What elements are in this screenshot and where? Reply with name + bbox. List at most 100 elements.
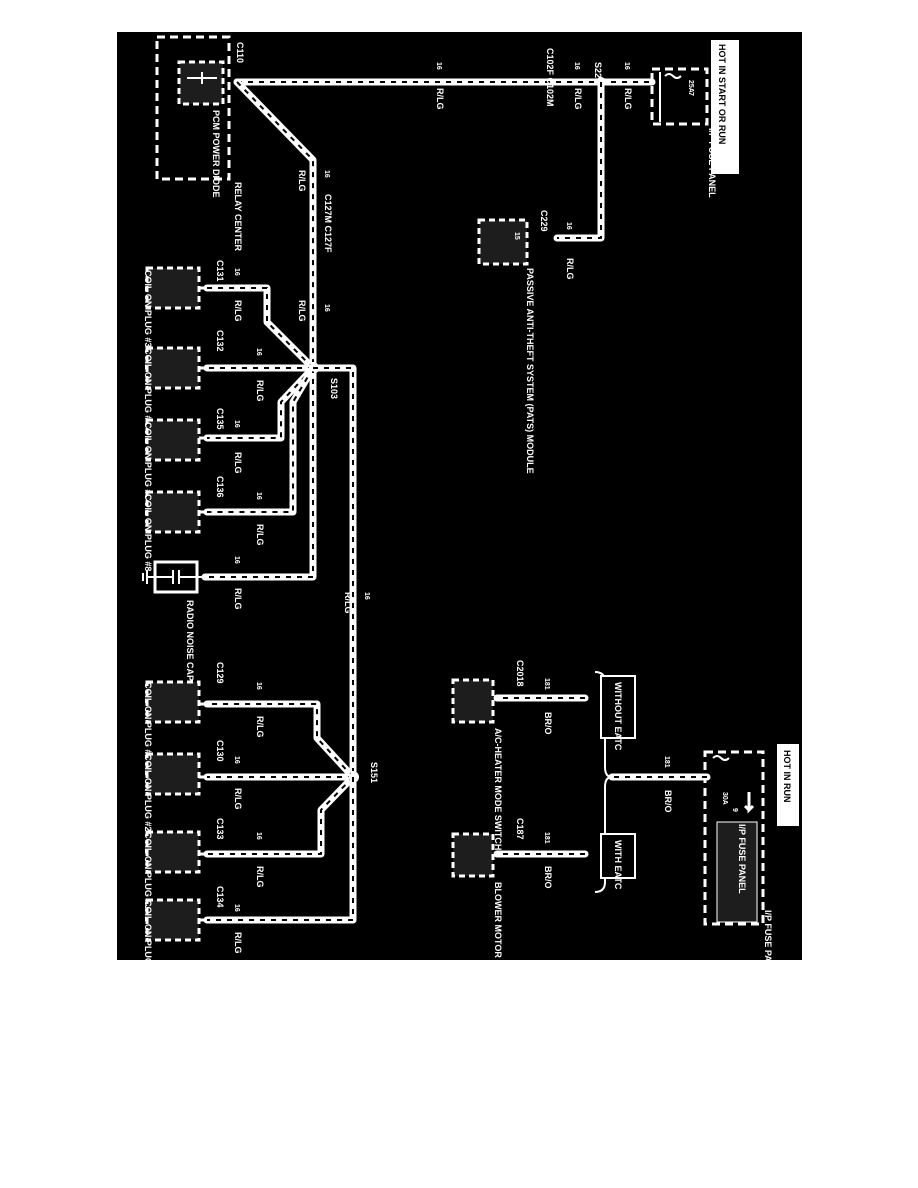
fuse-panel-2-label: I/P FUSE PANEL <box>763 910 773 960</box>
svg-text:COIL ON PLUG #2: COIL ON PLUG #2 <box>143 754 153 831</box>
svg-text:181: 181 <box>543 678 550 690</box>
s223-label: S223 <box>593 62 603 83</box>
coil-plug-4: C132 COIL ON PLUG #4 <box>143 330 225 425</box>
svg-text:BLOWER MOTOR: BLOWER MOTOR <box>493 882 503 958</box>
svg-text:R/LG: R/LG <box>297 300 307 322</box>
fuse-panel-1: 7 25A I/P FUSE PANEL <box>650 67 717 198</box>
svg-text:181: 181 <box>543 832 550 844</box>
svg-text:C133: C133 <box>215 818 225 840</box>
c229-label: C229 <box>539 210 549 232</box>
svg-text:16: 16 <box>255 348 262 356</box>
svg-text:16: 16 <box>233 268 240 276</box>
svg-text:R/LG: R/LG <box>255 524 265 546</box>
s103-label: S103 <box>329 378 339 399</box>
svg-text:COIL ON PLUG #5: COIL ON PLUG #5 <box>143 832 153 909</box>
relay-center: C110 PCM POWER DIODE RELAY CENTER <box>155 35 245 252</box>
svg-text:R/LG: R/LG <box>255 380 265 402</box>
svg-text:HOT IN START OR RUN: HOT IN START OR RUN <box>717 44 727 144</box>
wiring-svg: HOT IN START OR RUN HOT IN RUN 7 25A I/P… <box>142 35 799 960</box>
svg-text:R/LG: R/LG <box>435 88 445 110</box>
svg-text:15: 15 <box>513 232 520 240</box>
svg-text:25A: 25A <box>687 80 694 93</box>
c110-label: C110 <box>235 42 245 63</box>
svg-text:R/LG: R/LG <box>573 88 583 110</box>
svg-text:16: 16 <box>363 592 370 600</box>
svg-text:C187: C187 <box>515 818 525 840</box>
svg-text:R/LG: R/LG <box>565 258 575 280</box>
svg-text:9: 9 <box>731 808 738 812</box>
svg-text:16: 16 <box>233 556 240 564</box>
fuse-panel-2: 9 30A I/P FUSE PANEL I/P FUSE PANEL <box>703 750 773 960</box>
svg-text:R/LG: R/LG <box>297 170 307 192</box>
svg-text:30A: 30A <box>721 792 728 805</box>
svg-text:A/C-HEATER MODE SWITCH: A/C-HEATER MODE SWITCH <box>493 728 503 850</box>
svg-text:16: 16 <box>255 492 262 500</box>
blower-motor: C187 BLOWER MOTOR <box>451 818 525 958</box>
svg-text:BR/O: BR/O <box>543 712 553 735</box>
svg-text:16: 16 <box>435 62 442 70</box>
svg-text:16: 16 <box>623 62 630 70</box>
coil-plug-3: C131 COIL ON PLUG #3 <box>143 260 225 347</box>
pats-module: 15 C229 PASSIVE ANTI-THEFT SYSTEM (PATS)… <box>477 210 549 474</box>
svg-text:16: 16 <box>573 62 580 70</box>
fuse-panel-1-label: I/P FUSE PANEL <box>707 128 717 198</box>
svg-text:WITH EATC: WITH EATC <box>613 840 623 890</box>
svg-text:C134: C134 <box>215 886 225 908</box>
svg-text:R/LG: R/LG <box>233 452 243 474</box>
svg-text:WITHOUT EATC: WITHOUT EATC <box>613 682 623 751</box>
svg-text:COIL ON PLUG #1: COIL ON PLUG #1 <box>143 682 153 759</box>
svg-text:COIL ON PLUG #6: COIL ON PLUG #6 <box>143 900 153 960</box>
svg-text:C136: C136 <box>215 476 225 498</box>
svg-text:C131: C131 <box>215 260 225 282</box>
svg-text:R/LG: R/LG <box>255 716 265 738</box>
header-hot-run: HOT IN RUN <box>777 744 799 826</box>
header-hot-start-run: HOT IN START OR RUN <box>711 40 739 174</box>
svg-text:181: 181 <box>663 756 670 768</box>
svg-text:HOT IN RUN: HOT IN RUN <box>782 750 792 803</box>
coil-plug-5: C133 COIL ON PLUG #5 <box>143 818 225 909</box>
svg-text:R/LG: R/LG <box>233 300 243 322</box>
svg-text:16: 16 <box>233 420 240 428</box>
svg-text:C129: C129 <box>215 662 225 684</box>
svg-text:R/LG: R/LG <box>233 788 243 810</box>
svg-text:16: 16 <box>233 756 240 764</box>
coil-plug-6: C134 COIL ON PLUG #6 <box>143 886 225 960</box>
svg-text:COIL ON PLUG #7: COIL ON PLUG #7 <box>143 422 153 499</box>
svg-text:16: 16 <box>323 170 330 178</box>
svg-text:C132: C132 <box>215 330 225 352</box>
s151-label: S151 <box>369 762 379 783</box>
svg-text:COIL ON PLUG #4: COIL ON PLUG #4 <box>143 348 153 425</box>
svg-text:R/LG: R/LG <box>623 88 633 110</box>
coil-plug-8: C136 COIL ON PLUG #8 <box>143 476 225 571</box>
svg-text:C2018: C2018 <box>515 660 525 687</box>
without-eatc-label: WITHOUT EATC <box>600 675 636 751</box>
svg-text:R/LG: R/LG <box>233 588 243 610</box>
svg-text:BR/O: BR/O <box>663 790 673 813</box>
coil-plug-7: C135 COIL ON PLUG #7 <box>143 408 225 499</box>
svg-text:RADIO NOISE CAPACITOR: RADIO NOISE CAPACITOR <box>185 600 195 715</box>
svg-text:R/LG: R/LG <box>233 932 243 954</box>
svg-text:I/P FUSE PANEL: I/P FUSE PANEL <box>737 824 747 894</box>
coil-plug-1: C129 COIL ON PLUG #1 <box>143 662 225 759</box>
svg-text:C130: C130 <box>215 740 225 762</box>
coil-plug-2: C130 COIL ON PLUG #2 <box>143 740 225 831</box>
with-eatc-label: WITH EATC <box>600 833 636 890</box>
svg-text:7: 7 <box>687 92 694 96</box>
c127-label: C127M C127F <box>323 194 333 253</box>
svg-text:16: 16 <box>255 832 262 840</box>
pats-label: PASSIVE ANTI-THEFT SYSTEM (PATS) MODULE <box>525 268 535 474</box>
relay-center-label: RELAY CENTER <box>233 182 243 252</box>
svg-text:BR/O: BR/O <box>543 866 553 889</box>
svg-text:COIL ON PLUG #8: COIL ON PLUG #8 <box>143 494 153 571</box>
svg-text:16: 16 <box>323 304 330 312</box>
svg-text:R/LG: R/LG <box>255 866 265 888</box>
ac-heater-mode-switch: C2018 A/C-HEATER MODE SWITCH <box>451 660 525 850</box>
wiring-diagram: HOT IN START OR RUN HOT IN RUN 7 25A I/P… <box>117 32 802 960</box>
svg-text:16: 16 <box>255 682 262 690</box>
svg-text:C135: C135 <box>215 408 225 430</box>
svg-text:16: 16 <box>565 222 572 230</box>
svg-text:16: 16 <box>233 904 240 912</box>
svg-text:R/LG: R/LG <box>343 592 353 614</box>
c102-label: C102F C102M <box>545 48 555 107</box>
pcm-diode-label: PCM POWER DIODE <box>211 110 221 198</box>
